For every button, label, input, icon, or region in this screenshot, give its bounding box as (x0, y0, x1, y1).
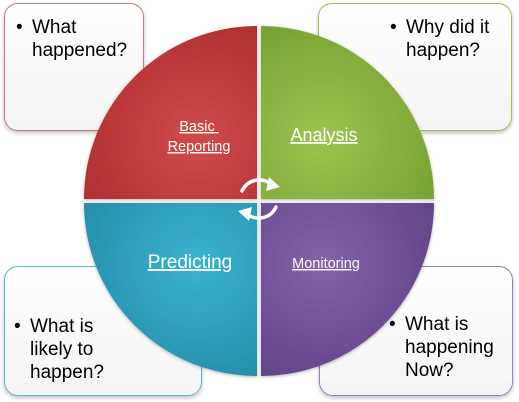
callout-text-what-happened: What happened? (32, 17, 128, 61)
callout-bullet: • What is happening Now? (389, 313, 511, 382)
bullet-dot: • (389, 314, 396, 335)
quadrant-monitoring (261, 203, 434, 376)
label-predicting: Predicting (148, 252, 233, 273)
quadrant-analysis (261, 26, 434, 199)
callout-text-what-is-likely: What is likely to happen? (30, 316, 104, 383)
callout-bullet: • What happened? (16, 16, 141, 62)
cycle-arrows-icon (238, 177, 280, 221)
bullet-dot: • (390, 17, 397, 38)
label-basic-reporting: Basic Reporting (168, 119, 231, 155)
bullet-dot: • (16, 17, 23, 38)
callout-top-left: • What happened? (4, 3, 144, 131)
quadrant-predicting (84, 203, 257, 376)
callout-text-what-is-happening-now: What is happening Now? (405, 314, 494, 381)
callout-bullet: • Why did it happen? (390, 16, 508, 62)
label-analysis: Analysis (290, 125, 357, 145)
quadrant-basic-reporting (84, 26, 257, 199)
label-basic-line-2: Reporting (168, 139, 231, 155)
bullet-dot: • (14, 316, 21, 337)
callout-bullet: • What is likely to happen? (14, 315, 134, 384)
label-monitoring: Monitoring (292, 256, 360, 272)
label-basic-line-1: Basic (179, 119, 214, 135)
callout-text-why-did-it-happen: Why did it happen? (406, 17, 490, 61)
